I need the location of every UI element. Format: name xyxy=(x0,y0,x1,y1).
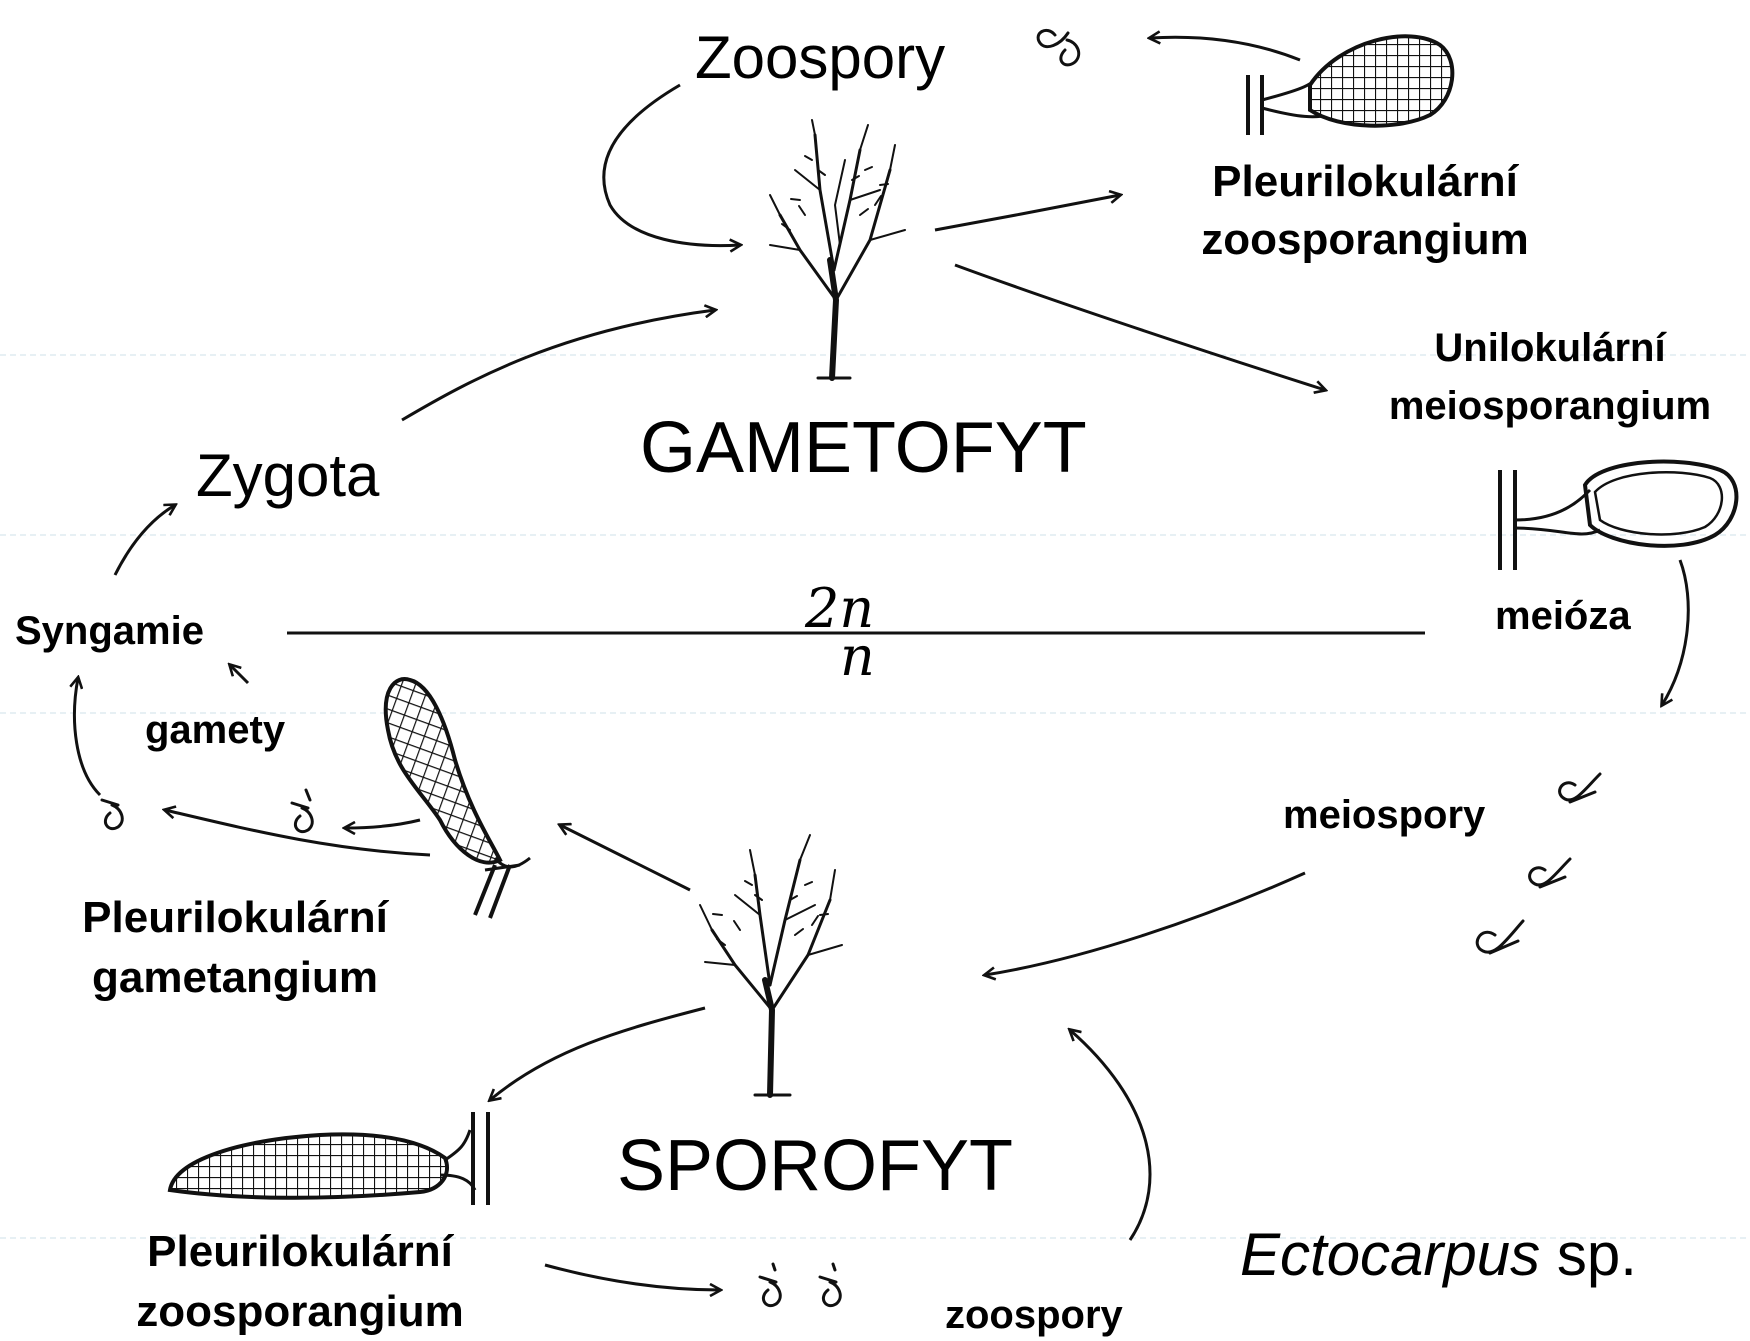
label-zoospory-bottom: zoospory xyxy=(945,1295,1123,1335)
zoospore-top-icon xyxy=(1038,30,1079,65)
arrow-gamete-to-syngamie xyxy=(74,678,100,795)
arrow-meiospory-to-sporofyt xyxy=(985,873,1305,975)
arrow-sporofyt-to-gametangium xyxy=(560,825,690,890)
label-species: Ectocarpus sp. xyxy=(1240,1225,1637,1285)
species-genus: Ectocarpus xyxy=(1240,1221,1540,1288)
sporophyte-tree-icon xyxy=(700,835,842,1095)
label-meiospory: meiospory xyxy=(1283,795,1485,835)
pleurilocular-gametangium-icon xyxy=(386,679,530,918)
label-meioza: meióza xyxy=(1495,596,1631,636)
gamete-icons xyxy=(102,790,312,832)
label-line: Pleurilokulární xyxy=(80,1230,520,1274)
arrow-zoospory-bot-to-sporofyt xyxy=(1070,1030,1150,1240)
label-line: Pleurilokulární xyxy=(30,896,440,940)
arrow-gametangium-to-gamete-1 xyxy=(345,820,420,828)
species-sp: sp. xyxy=(1557,1221,1637,1288)
arrow-unilok-to-meiospores xyxy=(1662,560,1688,705)
label-ploidy-n: n xyxy=(840,630,875,684)
pleurilocular-zoosporangium-bottom-icon xyxy=(170,1112,488,1205)
label-unilokularni-meiosporangium: Unilokulární meiosporangium xyxy=(1355,328,1745,426)
arrow-gamety-to-syngamie xyxy=(230,665,248,683)
label-line: Pleurilokulární xyxy=(1165,160,1565,204)
zoospore-bottom-icons xyxy=(760,1264,840,1306)
label-syngamie: Syngamie xyxy=(15,611,204,651)
arrow-zoospory-to-gametofyt xyxy=(604,85,740,246)
unilocular-meiosporangium-icon xyxy=(1500,462,1736,570)
arrow-gametofyt-to-unilok xyxy=(955,265,1325,390)
label-line: gametangium xyxy=(30,956,440,1000)
label-pleurilokularni-zoosporangium-bottom: Pleurilokulární zoosporangium xyxy=(80,1230,520,1334)
arrow-zoosporangium-bot-to-zoospores xyxy=(545,1265,720,1290)
label-line: meiosporangium xyxy=(1355,386,1745,426)
meiospore-icons xyxy=(1477,774,1600,953)
gametophyte-tree-icon xyxy=(770,120,905,378)
label-line: zoosporangium xyxy=(80,1290,520,1334)
label-pleurilokularni-zoosporangium-top: Pleurilokulární zoosporangium xyxy=(1165,160,1565,262)
arrow-syngamie-to-zygota xyxy=(115,505,175,575)
label-gamety: gamety xyxy=(145,710,285,750)
arrow-zygota-to-gametofyt xyxy=(402,310,715,420)
arrow-gametofyt-to-pleuri-zoo xyxy=(935,195,1120,230)
label-zygota: Zygota xyxy=(196,446,379,506)
label-line: Unilokulární xyxy=(1355,328,1745,368)
label-sporofyt: SPOROFYT xyxy=(617,1130,1013,1202)
arrow-sporangium-to-zoospores-top xyxy=(1150,37,1300,60)
label-zoospory-top: Zoospory xyxy=(695,28,945,88)
label-gametofyt: GAMETOFYT xyxy=(640,412,1087,484)
label-line: zoosporangium xyxy=(1165,218,1565,262)
arrow-sporofyt-to-zoosporangium-bot xyxy=(490,1008,705,1100)
label-pleurilokularni-gametangium: Pleurilokulární gametangium xyxy=(30,896,440,1000)
